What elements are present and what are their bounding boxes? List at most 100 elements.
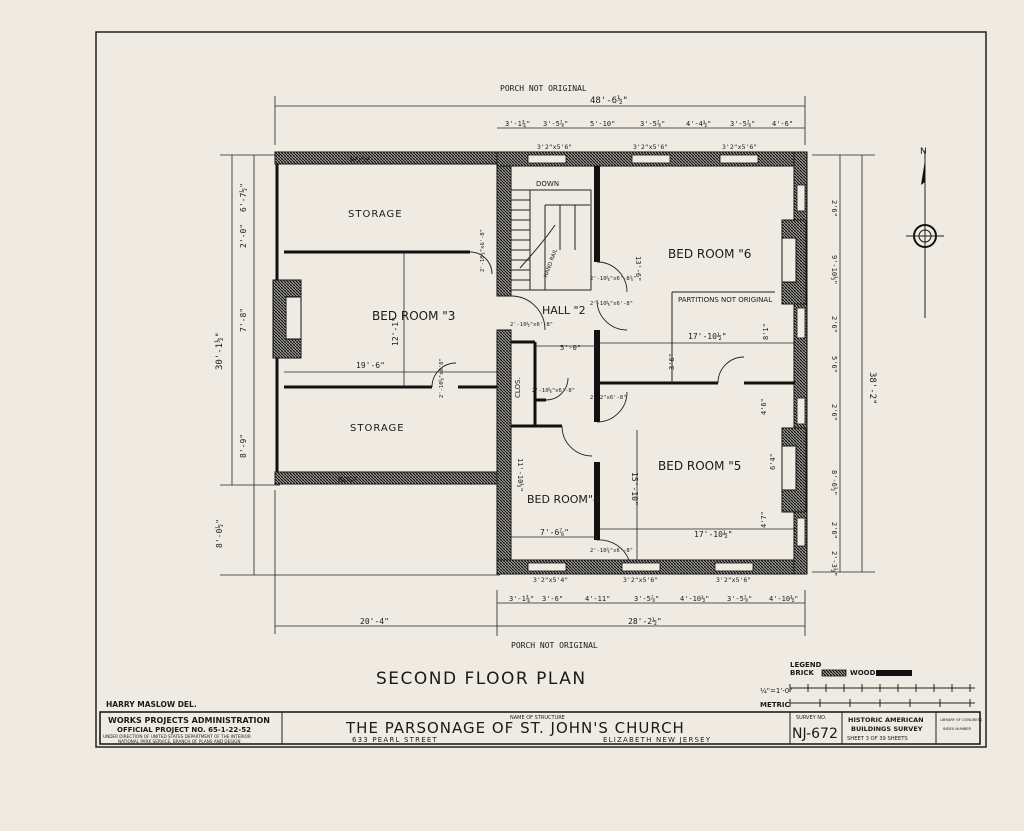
svg-text:7'-8": 7'-8" [239,308,248,332]
svg-text:3'-1¾": 3'-1¾" [509,595,534,603]
svg-text:3'-6": 3'-6" [542,595,563,603]
svg-text:2'-10⅝"x6'8": 2'-10⅝"x6'8" [438,358,445,398]
svg-text:5'-0": 5'-0" [560,344,581,352]
sheet-number: SHEET 3 OF 39 SHEETS [847,736,908,742]
left-wing: ROOF ROOF [272,151,498,485]
habs-line1: HISTORIC AMERICAN [848,716,924,724]
north-label: N [920,147,927,157]
library-line2: INDEX NUMBER [943,727,972,731]
svg-text:8'-6½": 8'-6½" [830,470,838,495]
svg-text:4'7": 4'7" [760,511,768,528]
svg-text:2'-0": 2'-0" [239,224,248,248]
svg-text:5'6": 5'6" [830,356,838,373]
svg-text:2'-10¾"x6'-8": 2'-10¾"x6'-8" [480,229,486,272]
svg-text:3'2"x5'4": 3'2"x5'4" [533,576,568,584]
closet-label: CLOS. [514,377,522,398]
overall-top-dim: 48'-6½" [590,95,628,106]
overall-bottom-left-dim: 20'-4" [360,617,389,626]
scale-bar: ¼"=1'-0" METRIC [760,684,975,709]
structure-name-label: NAME OF STRUCTURE [510,715,565,721]
svg-text:13'-6": 13'-6" [634,256,642,281]
svg-text:4'-10½": 4'-10½" [769,595,799,603]
svg-text:19'-6": 19'-6" [356,361,385,370]
bedroom6-label: BED ROOM "6 [668,247,751,261]
sheet-border [95,31,987,748]
svg-text:BRICK: BRICK [790,669,814,677]
left-dims: 6'-7½" 2'-0" 7'-8" 8'-9" 8'-0½" [214,183,248,548]
svg-text:3'-5⅞": 3'-5⅞" [634,595,659,603]
svg-text:LEGEND: LEGEND [790,661,822,669]
svg-text:3'2"x5'6": 3'2"x5'6" [537,143,572,151]
roof-bottom-label: ROOF [338,476,358,484]
porch-top-label: PORCH NOT ORIGINAL [500,84,587,93]
wpa-line2: OFFICIAL PROJECT NO. 65-1-22-52 [117,726,251,734]
svg-text:17'-10½": 17'-10½" [688,331,727,341]
svg-text:4'-11": 4'-11" [585,595,610,603]
svg-text:3'-1¾": 3'-1¾" [505,120,530,128]
svg-text:WOOD: WOOD [850,669,876,677]
top-dims: 3'-1¾" 3'-5⅞" 5'-10" 3'-5⅞" 4'-4½" 3'-5⅞… [505,120,793,128]
interior-walls [511,166,795,540]
svg-text:3'-5⅞": 3'-5⅞" [543,120,568,128]
svg-text:2'-2"x6'-8": 2'-2"x6'-8" [590,395,626,401]
main-block-walls [496,151,808,575]
legend: LEGEND BRICK WOOD [790,661,912,677]
structure-name: THE PARSONAGE OF ST. JOHN'S CHURCH [345,719,685,737]
svg-text:2'-3½": 2'-3½" [830,551,838,576]
overall-left-dim: 30'-1½" [214,332,225,370]
svg-text:5'-10": 5'-10" [590,120,615,128]
svg-text:2'6": 2'6" [830,404,838,421]
svg-text:2'6": 2'6" [830,200,838,217]
survey-no: NJ-672 [792,726,838,742]
door-labels: 2'-10¾"x6'-8" 2'-10⅝"x6'8" 2'-10⅝"x6'-8¾… [438,229,636,554]
svg-text:8'-9": 8'-9" [239,434,248,458]
interior-dims: 19'-6" 12'-1" 5'-0" 17'-10½" 13'-6" 17'-… [284,252,795,560]
svg-text:3'-5⅞": 3'-5⅞" [727,595,752,603]
svg-text:15'-10": 15'-10" [630,472,639,506]
overall-bottom-dim: 28'-2½" [628,616,662,626]
svg-text:2'-10⅝"x6'-8¾": 2'-10⅝"x6'-8¾" [590,275,636,282]
habs-line2: BUILDINGS SURVEY [851,725,923,733]
svg-text:4'-4½": 4'-4½" [686,120,711,128]
svg-text:2'6": 2'6" [830,316,838,333]
svg-text:2'-10½"x6'-8": 2'-10½"x6'-8" [510,321,553,328]
bedroom3-label: BED ROOM "3 [372,309,455,323]
porch-bottom-label: PORCH NOT ORIGINAL [511,641,598,650]
svg-text:4'-6": 4'-6" [772,120,793,128]
down-label: DOWN [536,180,559,188]
right-dims: 2'6" 9'-10½" 2'6" 5'6" 2'6" 8'-6½" 2'6" … [830,200,838,576]
top-window-labels: 3'2"x5'6" 3'2"x5'6" 3'2"x5'6" [537,143,757,151]
svg-text:8'1": 8'1" [762,323,770,340]
wpa-line1: WORKS PROJECTS ADMINISTRATION [108,716,270,725]
svg-text:6'4": 6'4" [769,453,777,470]
svg-text:2'6": 2'6" [830,522,838,539]
title-block: WORKS PROJECTS ADMINISTRATION OFFICIAL P… [99,711,983,745]
svg-text:3'2"x5'6": 3'2"x5'6" [623,576,658,584]
bedroom5-label: BED ROOM "5 [658,459,741,473]
delineator: HARRY MASLOW DEL. [106,700,197,709]
svg-text:3'2"x5'6": 3'2"x5'6" [716,576,751,584]
survey-no-label: SURVEY NO. [796,715,827,721]
roof-top-label: ROOF [350,156,370,164]
bottom-window-labels: 3'2"x5'4" 3'2"x5'6" 3'2"x5'6" [533,576,751,584]
svg-text:17'-10½": 17'-10½" [694,529,733,539]
storage-top-label: STORAGE [348,209,403,220]
svg-text:6'-7½": 6'-7½" [238,183,248,212]
svg-text:2'-10⅝"x6'-8": 2'-10⅝"x6'-8" [590,300,633,307]
drawing-title: SECOND FLOOR PLAN [376,669,587,689]
svg-text:8'-0½": 8'-0½" [214,519,224,548]
structure-city: ELIZABETH NEW JERSEY [603,736,711,744]
partitions-label: PARTITIONS NOT ORIGINAL [678,296,772,304]
north-arrow-icon: N [906,147,944,318]
svg-text:11'-10½": 11'-10½" [516,458,524,492]
structure-address: 633 PEARL STREET [352,736,438,744]
svg-text:3'6": 3'6" [668,353,676,370]
svg-text:¼"=1'-0": ¼"=1'-0" [760,687,792,695]
wpa-line3: UNDER DIRECTION OF UNITED STATES DEPARTM… [103,734,251,739]
doors [431,251,745,561]
svg-text:2'-10¾"x6'-8": 2'-10¾"x6'-8" [590,548,633,554]
svg-text:9'-10½": 9'-10½" [830,255,838,285]
svg-text:4'-10½": 4'-10½" [680,595,710,603]
svg-text:3'2"x5'6": 3'2"x5'6" [722,143,757,151]
